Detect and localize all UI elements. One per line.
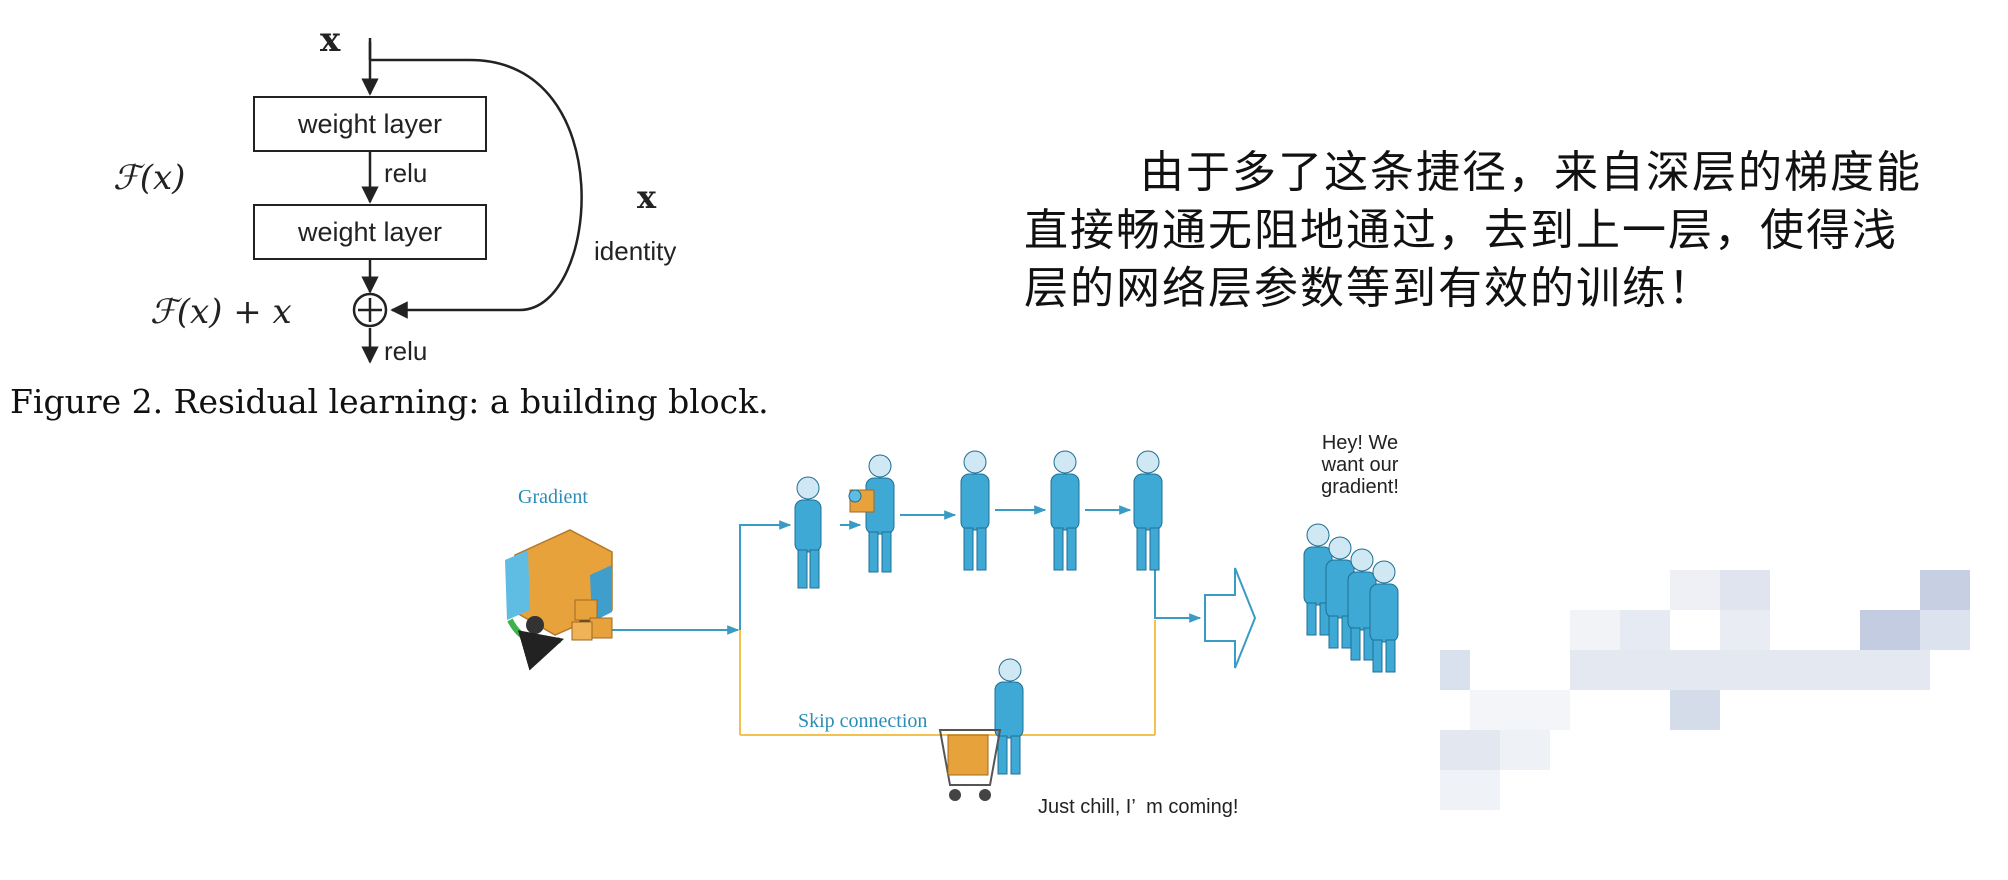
- figure-caption: Figure 2. Residual learning: a building …: [10, 382, 769, 421]
- person-3-icon: [960, 450, 990, 571]
- bubble-line-2: want our: [1321, 454, 1399, 476]
- bubble-line-1: Hey! We: [1321, 432, 1399, 454]
- gradient-label: Gradient: [518, 486, 588, 508]
- person-4-icon: [1050, 450, 1080, 571]
- big-arrow: [1204, 567, 1257, 669]
- pixel-mosaic: [1440, 570, 2008, 880]
- person-1-icon: [794, 476, 822, 589]
- person-5-icon: [1133, 450, 1163, 571]
- identity-label: identity: [594, 236, 677, 266]
- input-x-label: x: [320, 20, 341, 60]
- chill-text: Just chill, I’ m coming!: [1038, 796, 1239, 818]
- speech-bubble: Hey! We want our gradient!: [1300, 432, 1420, 498]
- person-2-icon: [848, 454, 895, 573]
- weight-layer-2: weight layer: [253, 204, 487, 260]
- explanation-line-1: 由于多了这条捷径，来自深层的梯度能: [1140, 147, 1922, 198]
- explanation-line-3: 层的网络层参数等到有效的训练！: [1024, 263, 1714, 314]
- identity-x-label: x: [637, 178, 657, 216]
- relu-2-label: relu: [384, 336, 428, 366]
- truck-icon: [505, 529, 613, 671]
- crowd-icon: [1303, 523, 1399, 673]
- main-path-split: [739, 520, 792, 630]
- sum-label: ℱ(x) + x: [150, 292, 292, 332]
- bubble-line-3: gradient!: [1321, 476, 1399, 498]
- skip-connection-label: Skip connection: [798, 710, 928, 732]
- cart-person-icon: [938, 658, 1024, 801]
- identity-shortcut: [370, 58, 583, 319]
- explanation-line-2: 直接畅通无阻地通过，去到上一层，使得浅: [1024, 205, 1898, 256]
- fx-label: ℱ(x): [113, 158, 186, 198]
- weight-layer-1: weight layer: [253, 96, 487, 152]
- relu-1-label: relu: [384, 158, 428, 188]
